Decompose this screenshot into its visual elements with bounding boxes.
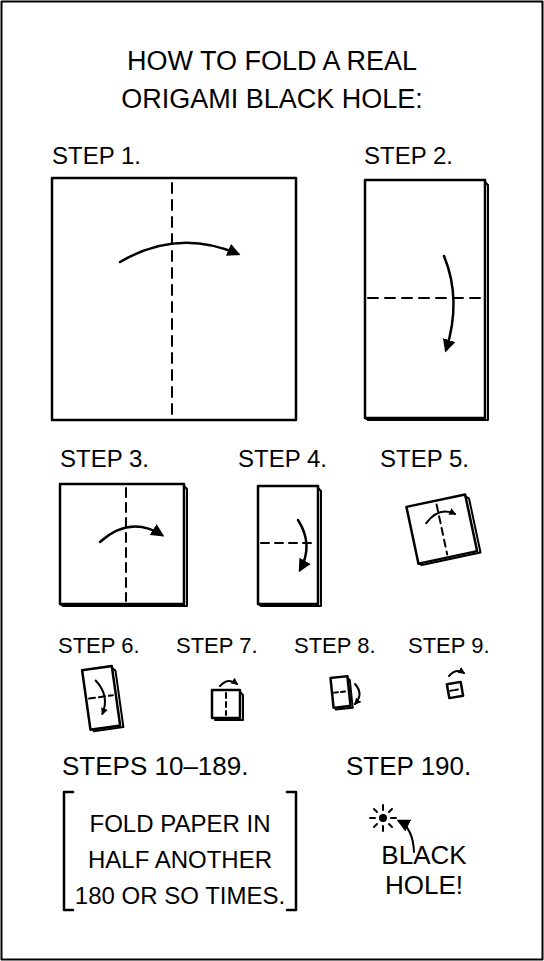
fold-line bbox=[368, 297, 483, 299]
ray bbox=[389, 824, 392, 827]
right-bracket bbox=[287, 792, 296, 910]
fold-arrow bbox=[355, 684, 360, 704]
ray bbox=[370, 817, 375, 819]
fold-arrow bbox=[220, 681, 237, 686]
fold-arrow bbox=[120, 243, 238, 262]
paper-sheet bbox=[365, 180, 485, 418]
step-panel: STEP 3. bbox=[60, 446, 190, 608]
black-hole-symbol bbox=[370, 805, 396, 831]
fold-arrow bbox=[444, 256, 454, 350]
paper-sheet bbox=[330, 676, 350, 708]
fold-line bbox=[89, 695, 113, 698]
paper-layer bbox=[333, 678, 353, 710]
fold-line bbox=[450, 689, 460, 691]
step-panel: STEP 6. bbox=[58, 634, 150, 734]
ray bbox=[374, 824, 377, 827]
ray bbox=[374, 809, 377, 812]
fold-arrow bbox=[425, 509, 456, 523]
fold-line bbox=[125, 488, 127, 601]
ray bbox=[382, 826, 384, 831]
paper-layer bbox=[258, 488, 321, 606]
step-panel: STEP 190. bbox=[346, 752, 456, 832]
paper-layer bbox=[60, 486, 187, 606]
paper-sheet bbox=[406, 494, 477, 563]
paper-layer bbox=[215, 692, 243, 720]
step-panel: STEP 2. bbox=[364, 143, 490, 423]
paper-sheet bbox=[60, 484, 184, 604]
fold-line bbox=[171, 183, 173, 417]
paper-layer bbox=[365, 182, 488, 420]
left-bracket bbox=[64, 792, 73, 910]
fold-line bbox=[334, 691, 347, 692]
step-heading: STEP 4. bbox=[238, 446, 327, 472]
step-instruction: FOLD PAPER IN HALF ANOTHER 180 OR SO TIM… bbox=[70, 806, 290, 914]
fold-arrow bbox=[298, 520, 307, 570]
paper-sheet bbox=[258, 486, 318, 604]
paper-sheet bbox=[52, 178, 296, 420]
step-heading: STEP 190. bbox=[346, 752, 471, 781]
black-hole-core bbox=[379, 814, 387, 822]
step-heading: STEP 9. bbox=[408, 634, 490, 658]
step-panel: STEP 5. bbox=[380, 446, 480, 568]
paper-layer bbox=[85, 668, 123, 732]
fold-arrow bbox=[100, 526, 162, 542]
step-heading: STEP 8. bbox=[294, 634, 376, 658]
fold-line bbox=[225, 693, 227, 715]
step-panel: STEP 8. bbox=[294, 634, 386, 712]
ray bbox=[391, 817, 396, 819]
step-heading: STEP 3. bbox=[60, 446, 149, 472]
step-heading: STEP 6. bbox=[58, 634, 140, 658]
step-panel: STEPS 10–189. FOLD PAPER IN HALF ANOTHER … bbox=[62, 752, 298, 912]
step-panel: STEP 9. bbox=[408, 634, 504, 704]
step-heading: STEP 7. bbox=[176, 634, 258, 658]
step-panel: STEP 7. bbox=[176, 634, 266, 722]
step-heading: STEPS 10–189. bbox=[62, 752, 248, 781]
ray bbox=[389, 809, 392, 812]
step-heading: STEP 5. bbox=[380, 446, 469, 472]
paper-sheet bbox=[447, 682, 463, 698]
step-panel: STEP 4. bbox=[238, 446, 326, 608]
fold-arrow bbox=[96, 680, 107, 715]
step-heading: STEP 2. bbox=[364, 143, 453, 169]
fold-arrow bbox=[449, 671, 464, 676]
step-panel: STEP 1. bbox=[52, 143, 298, 423]
paper-layer bbox=[407, 496, 481, 566]
ray bbox=[382, 805, 384, 810]
comic-title: HOW TO FOLD A REAL ORIGAMI BLACK HOLE: bbox=[92, 42, 452, 118]
callout-label: BLACK HOLE! bbox=[374, 840, 474, 900]
paper-sheet bbox=[82, 666, 120, 730]
step-heading: STEP 1. bbox=[52, 143, 141, 169]
paper-sheet bbox=[212, 690, 240, 718]
